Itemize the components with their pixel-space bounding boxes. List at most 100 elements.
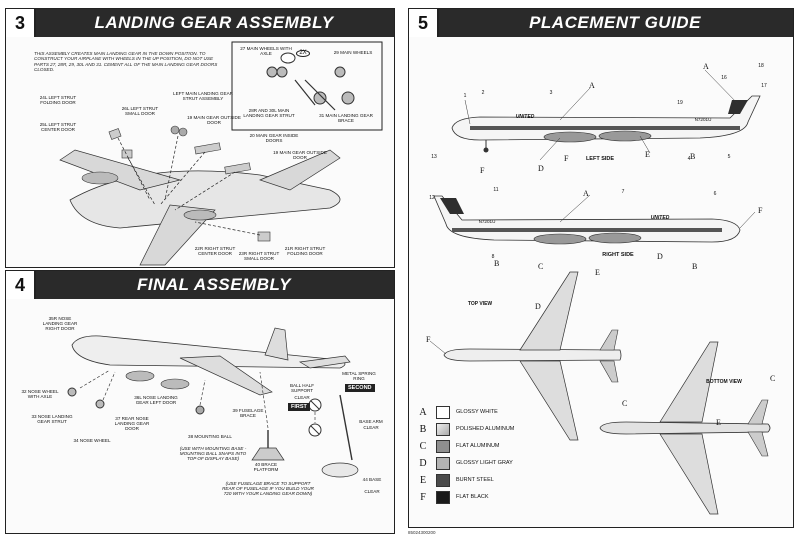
livery-text-left: UNITED xyxy=(515,114,535,120)
left-side-label: LEFT SIDE xyxy=(585,156,615,162)
color-swatch xyxy=(436,439,450,453)
callout-f: F xyxy=(480,166,485,175)
part-label-39: 39 FUSELAGE BRACE xyxy=(232,408,264,419)
part-label-left-main-strut: LEFT MAIN LANDING GEAR STRUT ASSEMBLY xyxy=(173,91,233,102)
right-side-label: RIGHT SIDE xyxy=(602,252,634,258)
legend-label: FLAT BLACK xyxy=(456,494,489,500)
callout-c: C xyxy=(622,399,628,408)
callout-num-19: 19 xyxy=(677,100,683,106)
callout-d: D xyxy=(657,252,663,261)
callout-a: A xyxy=(589,81,595,90)
callout-num-18: 18 xyxy=(758,63,764,69)
part-label-40: 40 BRACE PLATFORM xyxy=(253,462,279,473)
legend-item-b: B POLISHED ALUMINUM xyxy=(418,422,514,436)
part-label-27: 27 MAIN WHEELS WITH AXLE xyxy=(240,46,292,57)
callout-num-2: 2 xyxy=(481,90,485,96)
part-label-ball-support: BALL HALF SUPPORT xyxy=(289,383,315,394)
part-label-20-inside-doors: 20 MAIN GEAR INSIDE DOORS xyxy=(249,133,299,144)
color-swatch xyxy=(436,490,450,504)
second-step-tag: SECOND xyxy=(345,384,375,392)
part-label-38-note: (USE WITH MOUNTING BASE - MOUNTING BALL … xyxy=(179,446,247,462)
part-label-36l: 36L NOSE LANDING GEAR LEFT DOOR xyxy=(134,395,178,406)
step-number: 5 xyxy=(409,9,439,37)
legend-label: FLAT ALUMINUM xyxy=(456,443,500,449)
callout-num-6: 6 xyxy=(713,191,717,197)
section-title: LANDING GEAR ASSEMBLY xyxy=(94,13,334,32)
callout-num-11: 11 xyxy=(493,187,499,193)
assembly-instructions: THIS ASSEMBLY CREATES MAIN LANDING GEAR … xyxy=(34,51,218,73)
part-label-metal-ring: METAL SPRING RING xyxy=(342,371,376,382)
part-label-28r-30l: 28R AND 30L MAIN LANDING GEAR STRUT xyxy=(243,108,295,119)
callout-b: B xyxy=(494,259,500,268)
part-label-29: 29 MAIN WHEELS xyxy=(333,50,373,55)
part-label-38: 38 MOUNTING BALL xyxy=(188,434,232,439)
callout-f: F xyxy=(758,206,763,215)
legend-label: GLOSSY WHITE xyxy=(456,409,498,415)
callout-f: F xyxy=(564,154,569,163)
callout-c: C xyxy=(538,262,544,271)
callout-num-7: 7 xyxy=(621,189,625,195)
callout-num-4: 4 xyxy=(687,156,691,162)
part-label-22r: 22R RIGHT STRUT CENTER DOOR xyxy=(194,246,236,257)
part-label-37: 37 REAR NOSE LANDING GEAR DOOR xyxy=(114,416,150,432)
callout-num-12: 12 xyxy=(429,195,435,201)
part-label-25l: 25L LEFT STRUT CENTER DOOR xyxy=(39,122,77,133)
part-label-32: 32 NOSE WHEEL WITH AXLE xyxy=(21,389,59,400)
callout-num-17: 17 xyxy=(761,83,767,89)
color-swatch xyxy=(436,422,450,436)
callout-num-3: 3 xyxy=(549,90,553,96)
part-label-35r: 35R NOSE LANDING GEAR RIGHT DOOR xyxy=(42,316,78,332)
part-label-base-arm-clear: CLEAR xyxy=(363,425,379,430)
part-label-23r: 23R RIGHT STRUT SMALL DOOR xyxy=(238,251,280,262)
part-label-44-base: 44 BASE xyxy=(362,477,382,482)
section-4-panel: 4 FINAL ASSEMBLY xyxy=(5,270,395,534)
first-step-tag: FIRST xyxy=(288,403,310,411)
callout-num-8: 8 xyxy=(491,254,495,260)
legend-item-c: C FLAT ALUMINUM xyxy=(418,439,500,453)
callout-num-16: 16 xyxy=(721,75,727,81)
legend-key: C xyxy=(419,440,427,452)
callout-num-1: 1 xyxy=(463,93,467,99)
callout-e: E xyxy=(716,418,721,427)
legend-key: D xyxy=(419,457,427,469)
callout-c: C xyxy=(770,374,776,383)
callout-e: E xyxy=(645,150,650,159)
part-label-31: 31 MAIN LANDING GEAR BRACE xyxy=(319,113,373,124)
part-label-19-outside-door-b: 19 MAIN GEAR OUTSIDE DOOR xyxy=(273,150,327,161)
callout-a: A xyxy=(583,189,589,198)
callout-b: B xyxy=(692,262,698,271)
step-number: 4 xyxy=(6,271,36,299)
part-label-base-arm: BASE ARM xyxy=(359,419,383,424)
part-label-44-clear: CLEAR xyxy=(364,489,380,494)
legend-key: E xyxy=(419,474,427,486)
legend-item-d: D GLOSSY LIGHT GRAY xyxy=(418,456,513,470)
callout-b: B xyxy=(690,152,696,161)
color-swatch xyxy=(436,473,450,487)
part-label-24l: 24L LEFT STRUT FOLDING DOOR xyxy=(39,95,77,106)
callout-f: F xyxy=(426,335,431,344)
step-number: 3 xyxy=(6,9,36,37)
callout-a: A xyxy=(703,62,709,71)
callout-e: E xyxy=(595,268,600,277)
registration-left: N7201U xyxy=(694,117,712,122)
footer-code: 85024300200 xyxy=(408,530,436,535)
part-label-26l: 26L LEFT STRUT SMALL DOOR xyxy=(121,106,159,117)
section-title: FINAL ASSEMBLY xyxy=(136,275,292,294)
callout-d: D xyxy=(538,164,544,173)
legend-key: F xyxy=(420,491,426,503)
legend-key: B xyxy=(419,423,427,435)
legend-label: POLISHED ALUMINUM xyxy=(456,426,515,432)
callout-d: D xyxy=(535,302,541,311)
callout-num-13: 13 xyxy=(431,154,437,160)
legend-item-f: F FLAT BLACK xyxy=(418,490,489,504)
section-title: PLACEMENT GUIDE xyxy=(529,13,701,32)
legend-label: BURNT STEEL xyxy=(456,477,494,483)
part-label-40-note: (USE FUSELAGE BRACE TO SUPPORT REAR OF F… xyxy=(222,481,314,497)
registration-right: N7201U xyxy=(478,219,496,224)
legend-key: A xyxy=(419,406,427,418)
livery-text-right: UNITED xyxy=(650,215,670,221)
part-label-33: 33 NOSE LANDING GEAR STRUT xyxy=(31,414,73,425)
color-swatch xyxy=(436,456,450,470)
section-header: 4 FINAL ASSEMBLY xyxy=(6,271,394,299)
legend-label: GLOSSY LIGHT GRAY xyxy=(456,460,513,466)
